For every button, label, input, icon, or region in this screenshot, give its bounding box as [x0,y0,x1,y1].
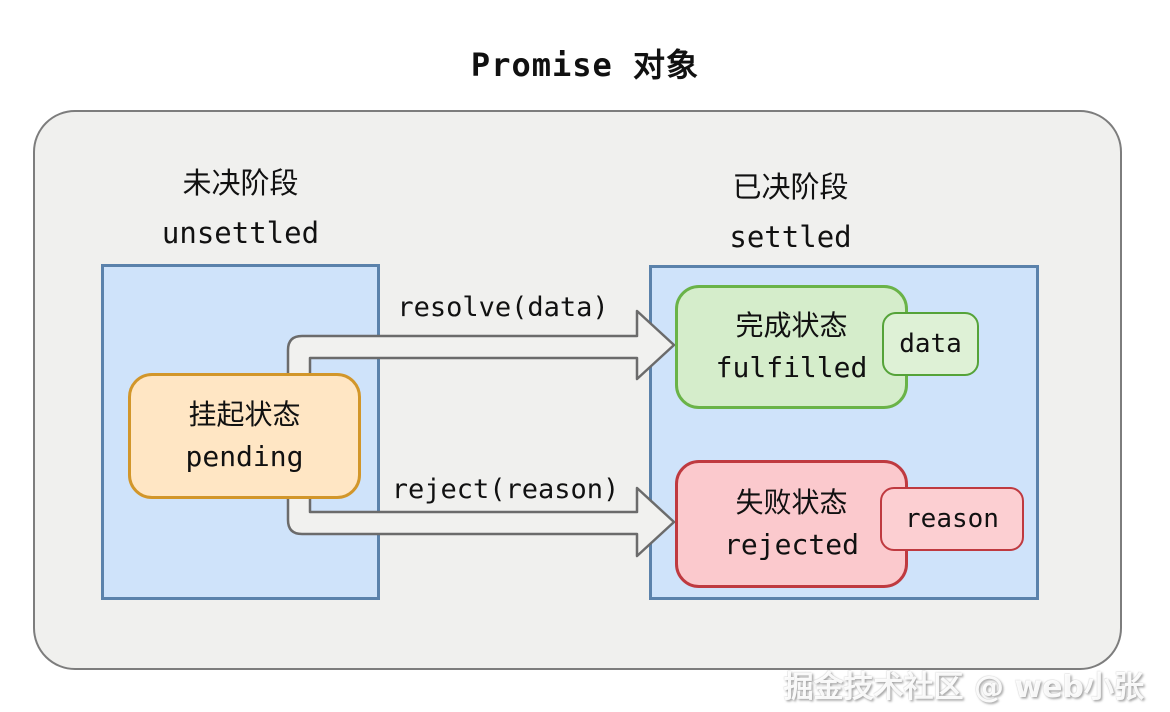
settled-label-zh: 已决阶段 [732,170,849,204]
rejected-label-en: rejected [724,528,859,561]
stage-header-settled: 已决阶段 settled [649,162,932,262]
pending-state-box: 挂起状态 pending [128,373,361,499]
reject-label: reject(reason) [391,474,620,505]
unsettled-label-en: unsettled [161,216,320,250]
fulfilled-state-box: 完成状态 fulfilled [675,285,908,409]
unsettled-label-zh: 未决阶段 [182,166,299,200]
stage-header-unsettled: 未决阶段 unsettled [100,158,381,258]
fulfilled-label-zh: 完成状态 [735,309,848,342]
data-payload-tag: data [882,312,979,376]
resolve-label: resolve(data) [397,292,609,323]
watermark: 掘金技术社区 @ web小张 [783,670,1144,705]
settled-label-en: settled [729,220,852,254]
pending-label-en: pending [185,440,304,473]
page-title: Promise 对象 [470,46,700,84]
fulfilled-label-en: fulfilled [715,351,868,384]
reason-payload-tag: reason [880,487,1024,551]
rejected-state-box: 失败状态 rejected [675,460,908,588]
pending-label-zh: 挂起状态 [188,398,301,431]
rejected-label-zh: 失败状态 [735,486,848,519]
